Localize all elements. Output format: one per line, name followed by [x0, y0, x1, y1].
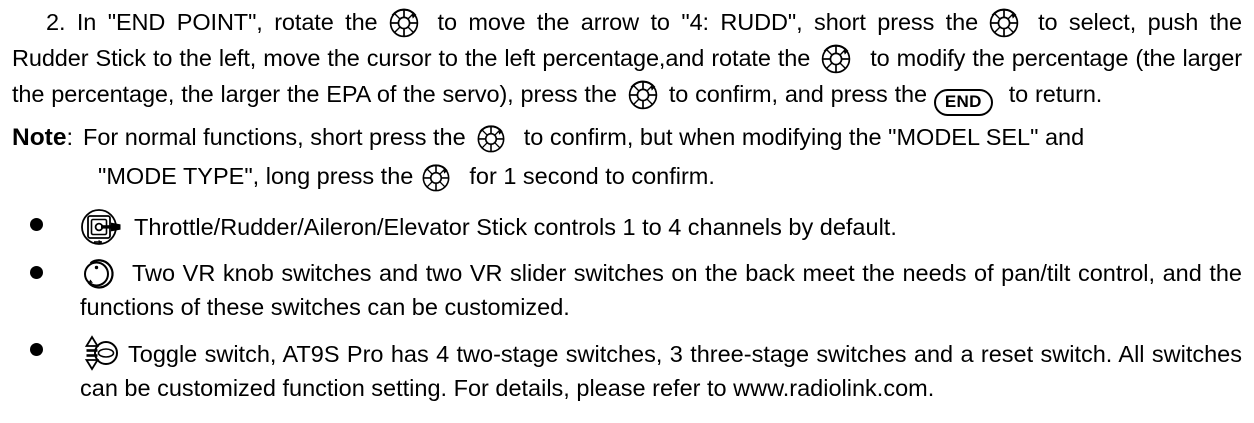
step-number: 2. — [46, 9, 66, 36]
note-colon: : — [66, 124, 73, 151]
bullet-body: Throttle/Rudder/Aileron/Elevator Stick c… — [12, 208, 1242, 246]
toggle-switch-icon[interactable] — [80, 333, 122, 373]
rotary-dial-icon[interactable] — [818, 40, 854, 76]
bullet-text: Toggle switch, AT9S Pro has 4 two-stage … — [80, 341, 1242, 401]
rotary-dial-icon[interactable] — [986, 4, 1022, 40]
note-text-before: For normal functions, short press the — [82, 124, 466, 151]
bullet-dot — [30, 342, 43, 356]
step-text-1: In "END POINT", rotate the — [76, 9, 378, 36]
rotary-dial-icon[interactable] — [419, 160, 453, 194]
step-text-4: to modify the percentage (the larger the… — [12, 45, 1242, 108]
rotary-dial-icon[interactable] — [386, 4, 422, 40]
step-text-3: to select, push the Rudder Stick to the … — [12, 9, 1242, 72]
bullet-dot — [30, 217, 43, 231]
bullet-dot — [30, 265, 43, 279]
step-paragraph: 2. In "END POINT", rotate the to move th… — [12, 4, 1242, 116]
step-text-2: to move the arrow to "4: RUDD", short pr… — [437, 9, 979, 36]
step-text-5: to confirm, and press the — [668, 81, 927, 108]
gimbal-stick-icon[interactable] — [80, 208, 124, 246]
list-item: Throttle/Rudder/Aileron/Elevator Stick c… — [12, 208, 1242, 246]
note-line2-after: for 1 second to confirm. — [469, 163, 715, 190]
bullet-text: Throttle/Rudder/Aileron/Elevator Stick c… — [134, 214, 897, 241]
bullet-body: Toggle switch, AT9S Pro has 4 two-stage … — [12, 333, 1242, 404]
list-item: Toggle switch, AT9S Pro has 4 two-stage … — [12, 333, 1242, 404]
rotary-dial-icon[interactable] — [625, 76, 661, 112]
note-line-1: Note: For normal functions, short press t… — [12, 121, 1242, 155]
note-line-2: "MODE TYPE", long press the for 1 second… — [12, 160, 1242, 194]
bullet-body: Two VR knob switches and two VR slider s… — [12, 256, 1242, 323]
end-key-button[interactable]: END — [933, 88, 993, 116]
step-text-6: to return. — [1008, 81, 1103, 108]
note-text-after: to confirm, but when modifying the "MODE… — [523, 124, 1085, 151]
vr-knob-icon[interactable] — [80, 256, 116, 292]
rotary-dial-icon[interactable] — [474, 121, 508, 155]
bullet-text: Two VR knob switches and two VR slider s… — [80, 260, 1242, 320]
feature-bullet-list: Throttle/Rudder/Aileron/Elevator Stick c… — [12, 208, 1242, 404]
note-line2-before: "MODE TYPE", long press the — [98, 163, 414, 190]
list-item: Two VR knob switches and two VR slider s… — [12, 256, 1242, 323]
note-label: Note — [12, 124, 67, 152]
